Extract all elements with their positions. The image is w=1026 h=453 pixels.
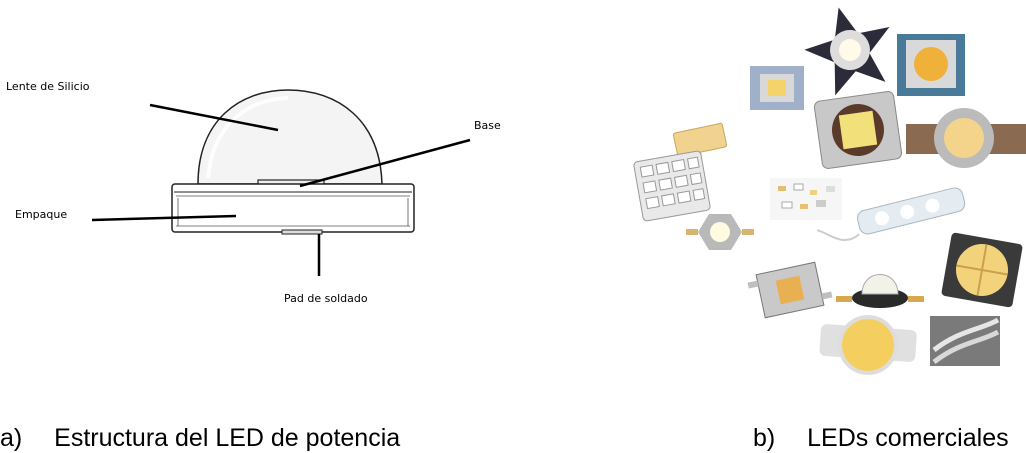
square-led-photo <box>747 261 833 319</box>
lens-leader-line <box>149 103 279 132</box>
caption-a-text: Estructura del LED de potencia <box>54 424 401 452</box>
led-tape-reel-photo <box>930 316 1000 366</box>
solder-pad <box>281 229 323 235</box>
caption-b: b) LEDs comerciales <box>753 424 1009 453</box>
base-leader-line <box>299 138 471 188</box>
package-body <box>171 183 415 233</box>
caption-a-letter: a) <box>0 424 23 452</box>
small-cob-module-photo <box>750 66 804 110</box>
heatsink-led-photo <box>906 108 1026 168</box>
led-structure-diagram: Lente de Silicio Base Empaque Pad de sol… <box>0 80 501 453</box>
caption-b-text: LEDs comerciales <box>807 424 1009 452</box>
led-matrix-board-photo <box>633 150 711 222</box>
star-led-photo <box>804 7 890 96</box>
silicon-lens-dome <box>197 89 383 185</box>
led-photo-collage <box>633 7 1026 375</box>
smd-chip-photo <box>672 122 728 158</box>
caption-b-letter: b) <box>753 424 776 452</box>
cob-array-led-photo <box>813 91 903 169</box>
label-base: Base <box>474 119 501 132</box>
dome-led-photo <box>836 274 924 308</box>
label-package: Empaque <box>15 208 68 221</box>
commercial-leds-collage: b) LEDs comerciales <box>600 0 1026 453</box>
led-cross-section-drawing <box>91 89 471 276</box>
square-cob-led-photo <box>897 34 965 96</box>
hexagon-led-photo <box>686 214 754 250</box>
caption-a: a) Estructura del LED de potencia <box>0 424 400 453</box>
label-solder-pad: Pad de soldado <box>284 292 368 305</box>
ceramic-4chip-led-photo <box>941 232 1023 308</box>
high-power-led-photo <box>819 315 917 375</box>
label-silicon-lens: Lente de Silicio <box>6 80 90 93</box>
smd-assortment-photo <box>770 178 842 220</box>
led-module-strip-photo <box>816 187 966 241</box>
package-leader-line <box>91 214 237 222</box>
